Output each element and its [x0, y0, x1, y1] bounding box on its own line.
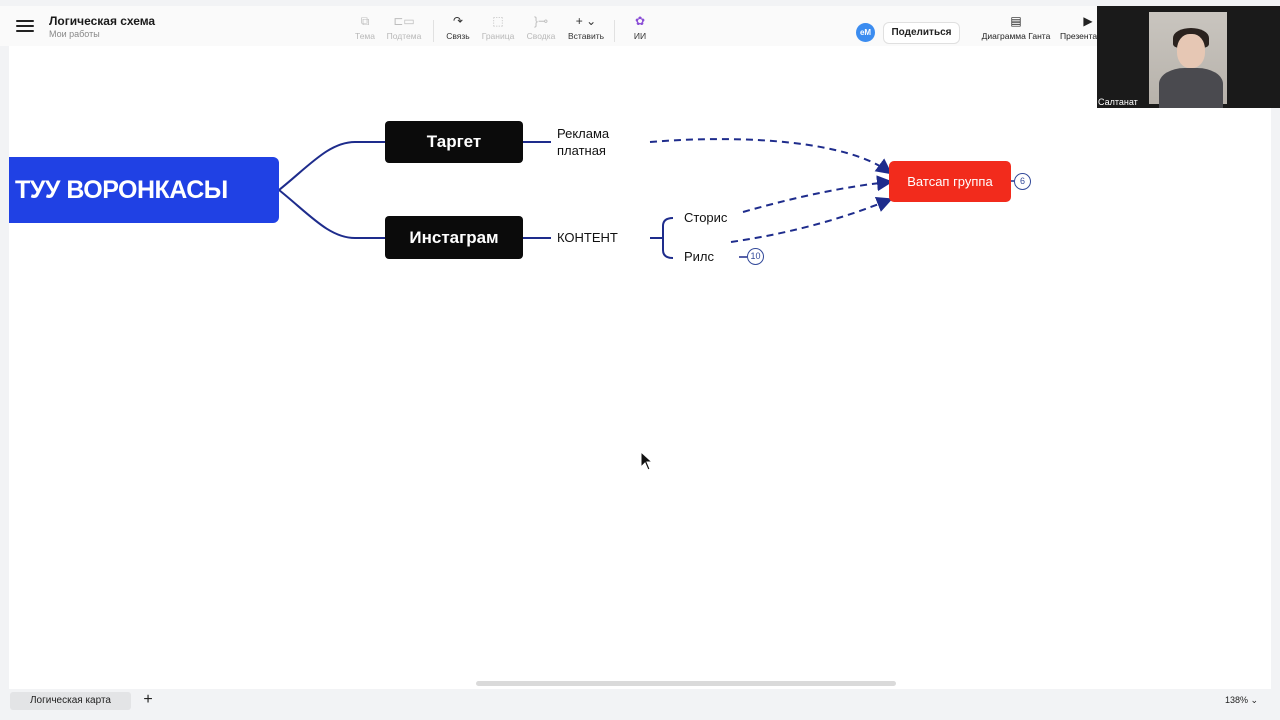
play-screen-icon: ▶ [1083, 14, 1093, 28]
summary-label: Сводка [526, 31, 556, 41]
topic-target-node[interactable]: Таргет [385, 121, 523, 163]
connector-lines [278, 138, 1014, 259]
branch-root-target [278, 141, 385, 191]
toolbar-divider [614, 20, 615, 42]
insert-button[interactable]: + ⌄ Вставить [563, 14, 609, 41]
subtopic-reels[interactable]: Рилс [684, 249, 715, 264]
horizontal-scrollbar[interactable] [476, 681, 896, 686]
mindmap-canvas[interactable]: ТУУ ВОРОНКАСЫ Таргет Инстаграм Реклама п… [9, 46, 1271, 689]
topic-icon: ⧉ [360, 14, 370, 28]
collapsed-count-badge[interactable]: 6 [1014, 173, 1031, 190]
branch-root-instagram [278, 189, 385, 239]
zoom-value: 138% [1225, 695, 1249, 705]
central-topic-node[interactable]: ТУУ ВОРОНКАСЫ [9, 157, 279, 223]
presentation-label: Презентация [1060, 31, 1100, 41]
boundary-icon: ⬚ [492, 14, 504, 28]
bracket-content-children [650, 217, 674, 259]
topic-instagram-node[interactable]: Инстаграм [385, 216, 523, 259]
top-toolbar: Логическая схема Мои работы ⧉ Тема ⊏▭ По… [0, 6, 1100, 46]
topic-whatsapp-group-node[interactable]: Ватсап группа [889, 161, 1011, 202]
boundary-label: Граница [481, 31, 515, 41]
toolbar-divider [433, 20, 434, 42]
plus-chevron-icon: + ⌄ [575, 14, 597, 28]
bottom-bar: Логическая карта + 138% ⌄ [0, 689, 1280, 713]
subtopic-paid-ads[interactable]: Реклама платная [557, 125, 609, 159]
paid-ads-line1: Реклама [557, 126, 610, 141]
subtopic-label: Подтема [386, 31, 422, 41]
subtopic-content[interactable]: КОНТЕНТ [557, 230, 618, 245]
breadcrumb-my-works[interactable]: Мои работы [49, 29, 100, 39]
relation-rils-whatsapp [730, 197, 893, 243]
gantt-icon: ▤ [1010, 14, 1022, 28]
link-label: Связь [446, 31, 470, 41]
collapsed-count-badge[interactable]: 10 [747, 248, 764, 265]
curved-arrow-icon: ↷ [452, 14, 464, 28]
boundary-button[interactable]: ⬚ Граница [475, 14, 521, 41]
video-call-tile[interactable]: Салтанат [1097, 6, 1280, 108]
summary-button[interactable]: }⊸ Сводка [518, 14, 564, 41]
paid-ads-line2: платная [557, 143, 606, 158]
share-button[interactable]: Поделиться [883, 22, 960, 44]
badge-connector [739, 180, 1014, 258]
gantt-label: Диаграмма Ганта [981, 31, 1051, 41]
ai-button[interactable]: ✿ ИИ [617, 14, 663, 41]
presentation-button[interactable]: ▶ Презентация [1060, 14, 1100, 41]
zoom-control[interactable]: 138% ⌄ [1225, 695, 1258, 706]
relation-stories-whatsapp [742, 175, 893, 213]
chevron-down-icon: ⌄ [1250, 695, 1259, 705]
participant-face [1177, 34, 1205, 68]
ai-sparkle-icon: ✿ [634, 14, 646, 28]
insert-label: Вставить [567, 31, 605, 41]
sheet-tab-logic-map[interactable]: Логическая карта [10, 692, 131, 710]
summary-icon: }⊸ [533, 14, 549, 28]
subtopic-button[interactable]: ⊏▭ Подтема [381, 14, 427, 41]
link-button[interactable]: ↷ Связь [435, 14, 481, 41]
document-title[interactable]: Логическая схема [49, 14, 156, 28]
topic-label: Тема [354, 31, 375, 41]
participant-name: Салтанат [1098, 97, 1138, 107]
ai-label: ИИ [633, 31, 647, 41]
add-sheet-button[interactable]: + [143, 691, 153, 708]
gantt-chart-button[interactable]: ▤ Диаграмма Ганта [980, 14, 1052, 41]
user-avatar[interactable]: eM [856, 23, 875, 42]
relation-reklama-whatsapp [649, 138, 893, 175]
participant-body [1159, 68, 1223, 108]
mouse-pointer-icon [640, 451, 654, 471]
subtopic-stories[interactable]: Сторис [684, 210, 728, 225]
hamburger-menu-icon[interactable] [16, 18, 34, 34]
topic-button[interactable]: ⧉ Тема [342, 14, 388, 41]
subtopic-icon: ⊏▭ [393, 14, 415, 28]
